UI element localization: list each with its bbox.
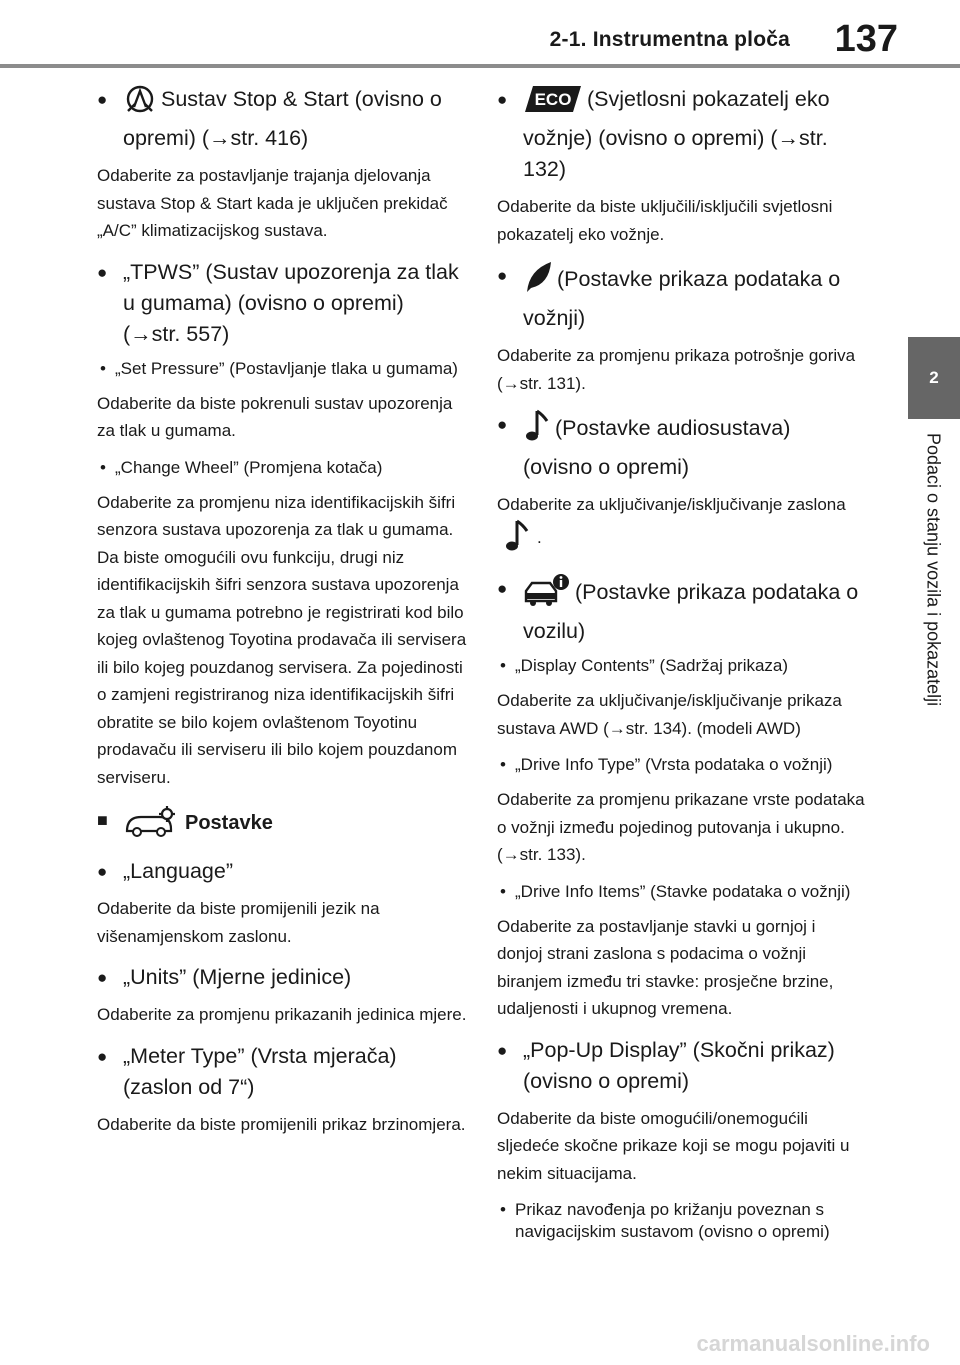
popup-sub1-text: Prikaz navođenja po križanju poveznan s … bbox=[515, 1200, 830, 1241]
meter-type-heading: ● „Meter Type” (Vrsta mjerača) (zaslon o… bbox=[97, 1041, 467, 1103]
leaf-pen-icon bbox=[523, 260, 553, 303]
bullet-icon: ● bbox=[497, 1040, 508, 1060]
drive-info-heading: ● (Postavke prikaza podataka o vožnji) bbox=[497, 260, 865, 334]
vehicle-text-2: Odaberite za promjenu prikazane vrste po… bbox=[497, 790, 865, 864]
bullet-icon: ● bbox=[97, 1046, 108, 1066]
music-note-icon bbox=[503, 519, 531, 562]
popup-sub-navigation: • Prikaz navođenja po križanju poveznan s… bbox=[497, 1199, 865, 1243]
car-gear-icon bbox=[123, 805, 179, 848]
dot-icon: • bbox=[100, 358, 106, 378]
popup-text: Odaberite da biste omogućili/onemogućili… bbox=[497, 1108, 850, 1183]
eco-title: (Svjetlosni pokazatelj eko vožnje) (ovis… bbox=[523, 87, 830, 181]
drive-info-text: Odaberite za promjenu prikaza potrošnje … bbox=[497, 346, 856, 393]
dot-icon: • bbox=[500, 656, 506, 675]
car-info-icon bbox=[523, 573, 571, 616]
eco-icon: ECO bbox=[523, 84, 583, 123]
dot-icon: • bbox=[500, 881, 506, 901]
stop-start-title: Sustav Stop & Start (ovisno o opremi) (→… bbox=[123, 87, 442, 150]
header-rule bbox=[0, 64, 960, 68]
audio-text-after: . bbox=[537, 527, 542, 547]
section-title: 2-1. Instrumentna ploča bbox=[549, 28, 790, 51]
drive-info-title: (Postavke prikaza podataka o vožnji) bbox=[523, 267, 841, 330]
music-note-icon bbox=[523, 409, 551, 452]
audio-text-before: Odaberite za uključivanje/isključivanje … bbox=[497, 495, 846, 514]
popup-heading: ● „Pop-Up Display” (Skočni prikaz) (ovis… bbox=[497, 1035, 865, 1097]
bullet-icon: ● bbox=[497, 266, 508, 285]
bullet-icon: ● bbox=[97, 90, 108, 109]
right-column: ● ECO (Svjetlosni pokazatelj eko vožnje)… bbox=[497, 84, 865, 1253]
dot-icon: • bbox=[100, 457, 106, 477]
vehicle-info-title: (Postavke prikaza podataka o vozilu) bbox=[523, 580, 859, 643]
bullet-icon: ● bbox=[97, 862, 108, 881]
page-number: 137 bbox=[834, 18, 898, 60]
vehicle-sub1-text: „Display Contents” (Sadržaj prikaza) bbox=[515, 656, 789, 675]
vehicle-sub-drive-info-type: • „Drive Info Type” (Vrsta podataka o vož… bbox=[497, 754, 865, 776]
meter-type-title: „Meter Type” (Vrsta mjerača) (zaslon od … bbox=[123, 1043, 397, 1099]
meter-type-text: Odaberite da biste promijenili prikaz br… bbox=[97, 1114, 466, 1134]
language-text: Odaberite da biste promijenili jezik na … bbox=[97, 899, 380, 946]
units-heading: ● „Units” (Mjerne jedinice) bbox=[97, 962, 467, 993]
bullet-icon: ● bbox=[497, 415, 508, 434]
tpws-text-2: Odaberite za promjenu niza identifikacij… bbox=[97, 492, 467, 787]
tpws-title: „TPWS” (Sustav upozorenja za tlak u guma… bbox=[123, 259, 459, 346]
vehicle-info-heading: ● (Postavke prikaza podataka o vozilu) bbox=[497, 573, 865, 647]
tpws-sub1-text: „Set Pressure” (Postavljanje tlaka u gum… bbox=[115, 358, 458, 378]
vehicle-sub3-text: „Drive Info Items” (Stavke podataka o vo… bbox=[515, 881, 851, 901]
chapter-number: 2 bbox=[929, 368, 939, 387]
bullet-icon: ● bbox=[97, 968, 108, 987]
bullet-icon: ● bbox=[497, 579, 508, 598]
units-text: Odaberite za promjenu prikazanih jedinic… bbox=[97, 1005, 467, 1024]
chapter-side-label: Podaci o stanju vozila i pokazatelji bbox=[906, 433, 960, 793]
chapter-tab: 2 bbox=[908, 337, 960, 419]
tpws-text-1: Odaberite da biste pokrenuli sustav upoz… bbox=[97, 393, 453, 441]
tpws-sub2-text: „Change Wheel” (Promjena kotača) bbox=[115, 457, 383, 477]
tpws-sub-change-wheel: • „Change Wheel” (Promjena kotača) bbox=[97, 457, 467, 479]
bullet-icon: ● bbox=[97, 262, 108, 282]
eco-icon-text: ECO bbox=[535, 90, 572, 109]
tpws-heading: ● „TPWS” (Sustav upozorenja za tlak u gu… bbox=[97, 257, 467, 350]
settings-heading: ■ Postavke bbox=[97, 805, 467, 848]
dot-icon: • bbox=[500, 755, 506, 774]
audio-title: (Postavke audiosustava) (ovisno o opremi… bbox=[523, 416, 791, 479]
left-column: ● Sustav Stop & Start (ovisno o opremi) … bbox=[97, 84, 467, 1150]
eco-text: Odaberite da biste uključili/isključili … bbox=[497, 197, 833, 244]
bullet-icon: ● bbox=[497, 90, 508, 109]
vehicle-sub-display-contents: • „Display Contents” (Sadržaj prikaza) bbox=[497, 655, 865, 677]
audio-text: Odaberite za uključivanje/isključivanje … bbox=[497, 491, 865, 561]
stop-start-text: Odaberite za postavljanje trajanja djelo… bbox=[97, 166, 448, 240]
units-title: „Units” (Mjerne jedinice) bbox=[123, 965, 352, 989]
stop-start-icon bbox=[123, 84, 157, 123]
watermark: carmanualsonline.info bbox=[696, 1331, 931, 1356]
language-heading: ● „Language” bbox=[97, 856, 467, 887]
audio-heading: ● (Postavke audiosustava) (ovisno o opre… bbox=[497, 409, 865, 483]
vehicle-text-3: Odaberite za postavljanje stavki u gornj… bbox=[497, 916, 834, 1019]
chapter-side-text: Podaci o stanju vozila i pokazatelji bbox=[923, 433, 944, 707]
popup-title: „Pop-Up Display” (Skočni prikaz) (ovisno… bbox=[523, 1037, 835, 1093]
tpws-sub-set-pressure: • „Set Pressure” (Postavljanje tlaka u gu… bbox=[97, 358, 467, 380]
square-bullet-icon: ■ bbox=[97, 810, 108, 830]
vehicle-text-1: Odaberite za uključivanje/isključivanje … bbox=[497, 691, 842, 738]
settings-title: Postavke bbox=[185, 812, 273, 834]
language-title: „Language” bbox=[123, 859, 233, 883]
dot-icon: • bbox=[500, 1200, 506, 1219]
vehicle-sub2-text: „Drive Info Type” (Vrsta podataka o vožn… bbox=[515, 755, 833, 774]
eco-heading: ● ECO (Svjetlosni pokazatelj eko vožnje)… bbox=[497, 84, 865, 185]
vehicle-sub-drive-info-items: • „Drive Info Items” (Stavke podataka o v… bbox=[497, 881, 865, 903]
stop-start-heading: ● Sustav Stop & Start (ovisno o opremi) … bbox=[97, 84, 467, 154]
